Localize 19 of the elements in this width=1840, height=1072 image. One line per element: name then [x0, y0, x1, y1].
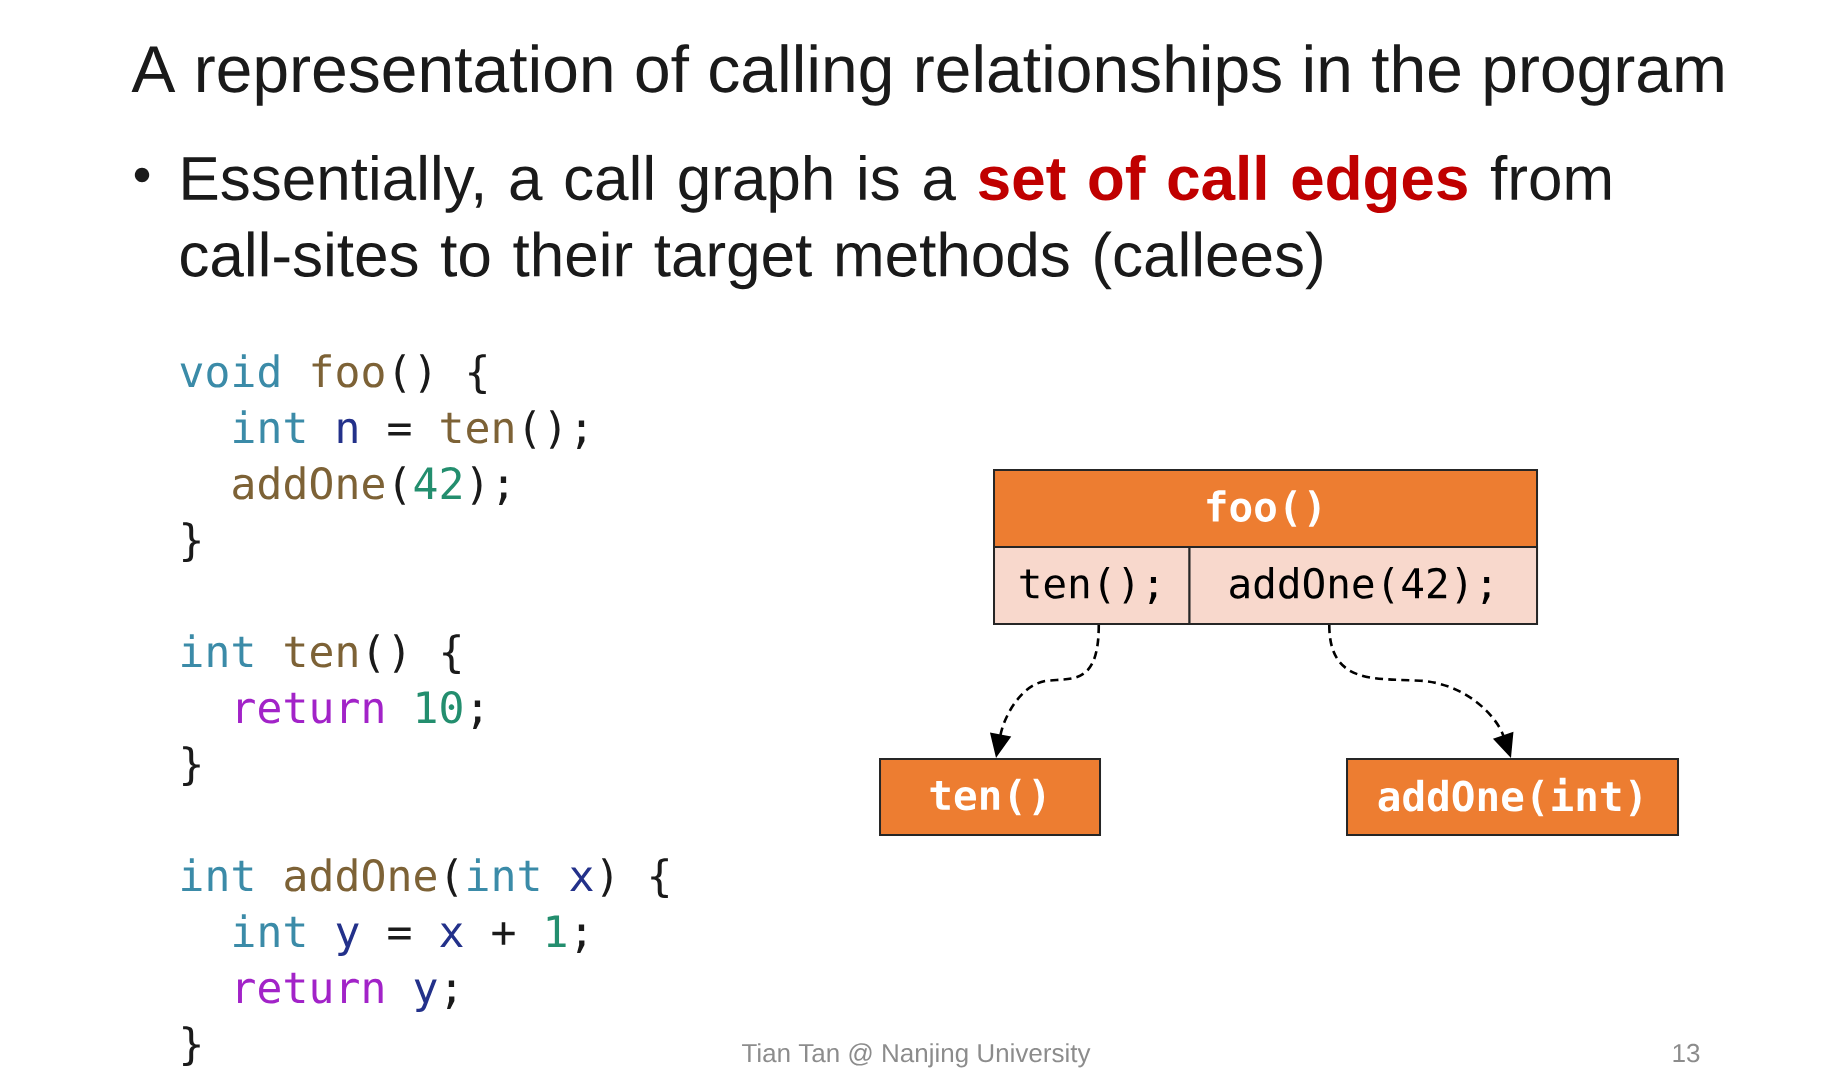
code-line: int ten() { — [182, 634, 460, 675]
bullet-text: Essentially, a call graph is a set of call edges from call-sites to their target methods (callees) — [181, 154, 1611, 290]
code-line: int addOne(int x) { — [182, 858, 668, 899]
method-box: ten() — [879, 758, 1101, 836]
method-box: addOne(int) — [1346, 758, 1679, 836]
code-line: } — [183, 522, 200, 563]
code-line: int n = ten(); — [234, 410, 585, 450]
call-site-cell: ten(); — [993, 546, 1191, 625]
call-site-cell: addOne(42); — [1188, 546, 1538, 625]
code-line: int y = x + 1; — [234, 914, 585, 956]
code-line: addOne(42); — [233, 466, 507, 506]
code-line: return y; — [238, 972, 455, 1012]
footer-text: Tian Tan @ Nanjing University — [742, 1043, 1091, 1068]
page-number: 13 — [1673, 1043, 1700, 1063]
code-line: } — [183, 746, 200, 787]
code-line: void foo() { — [180, 354, 486, 395]
code-line: } — [183, 1026, 200, 1067]
code-line: return 10; — [238, 690, 481, 730]
slide-title: A representation of calling relationships in the program — [131, 44, 1723, 106]
